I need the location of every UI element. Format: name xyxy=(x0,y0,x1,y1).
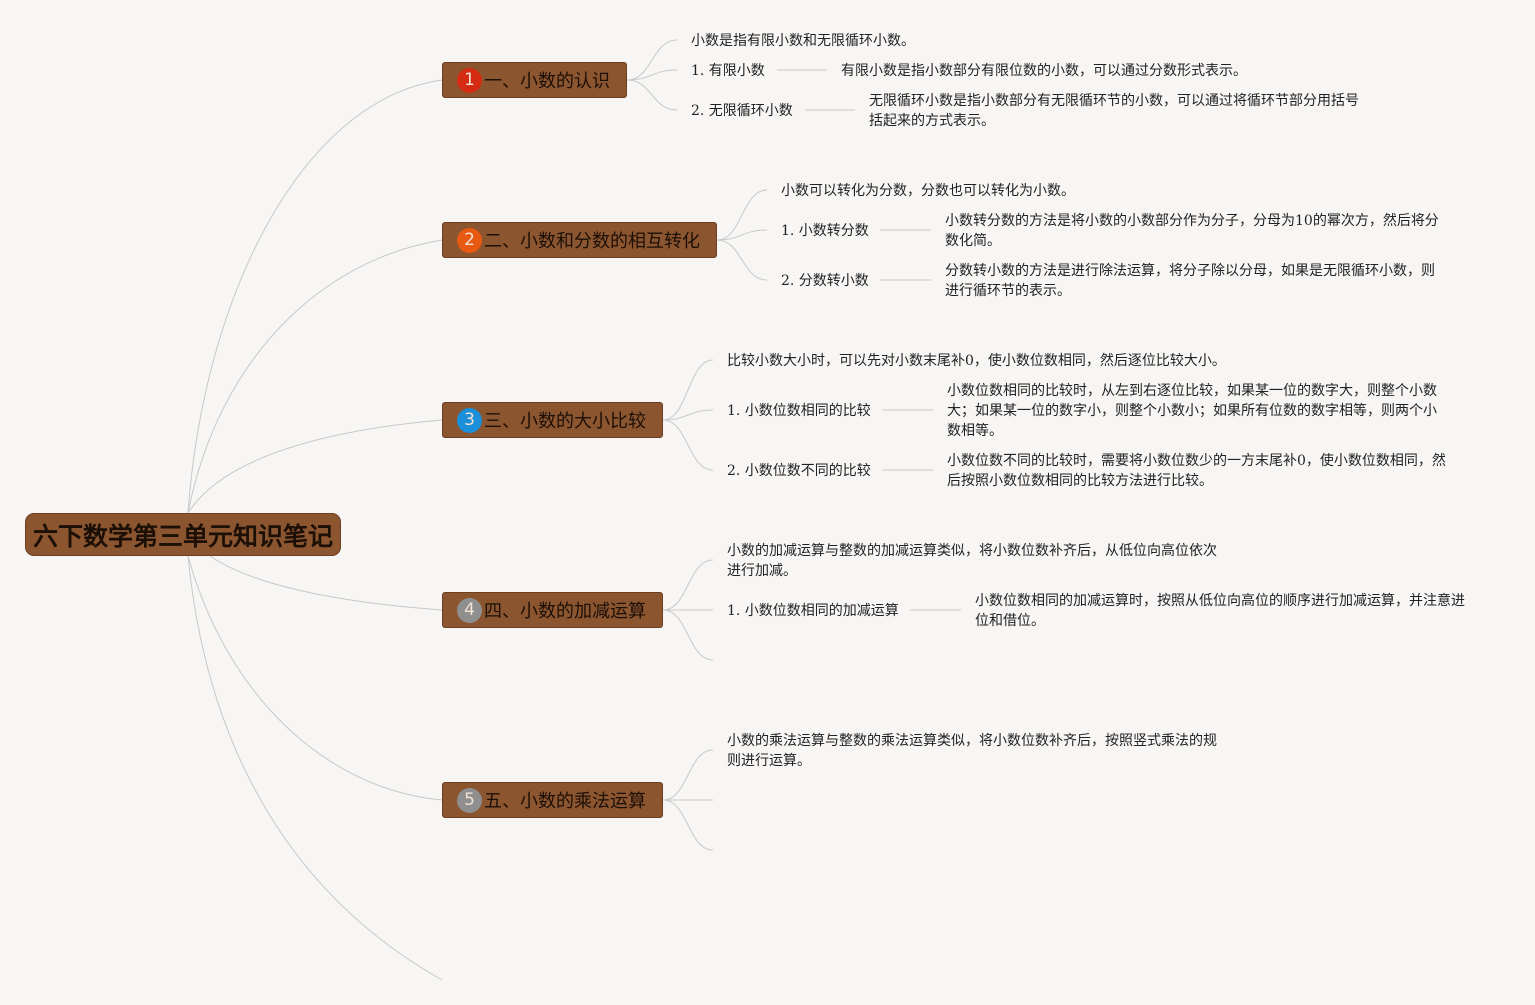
subtopic-label: 1. 小数位数相同的加减运算 xyxy=(727,603,899,619)
topic-summary: 小数的乘法运算与整数的乘法运算类似，将小数位数补齐后，按照竖式乘法的规则进行运算… xyxy=(727,733,1217,769)
subtopic-detail: 有限小数是指小数部分有限位数的小数，可以通过分数形式表示。 xyxy=(841,63,1247,79)
connector-line xyxy=(626,79,678,111)
connector-line xyxy=(626,69,678,81)
subtopic-detail: 小数转分数的方法是将小数的小数部分作为分子，分母为10的幂次方，然后将分数化简。 xyxy=(945,213,1439,249)
subtopic-label: 1. 小数位数相同的比较 xyxy=(727,403,871,419)
topic-label: 二、小数和分数的相互转化 xyxy=(484,231,700,252)
topic-2-node[interactable]: 2 二、小数和分数的相互转化 xyxy=(442,222,717,258)
root-topic[interactable]: 六下数学第三单元知识笔记 xyxy=(25,513,341,556)
subtopic-label: 2. 小数位数不同的比较 xyxy=(727,463,871,479)
subtopic-label: 2. 分数转小数 xyxy=(781,273,869,289)
number-3-icon: 3 xyxy=(457,407,482,433)
number-5-icon: 5 xyxy=(457,787,482,813)
topic-label: 一、小数的认识 xyxy=(484,71,610,92)
topic-3-node[interactable]: 3 三、小数的大小比较 xyxy=(442,402,663,438)
connector-line xyxy=(662,749,714,801)
connector-line xyxy=(187,555,443,981)
connector-line xyxy=(187,419,443,514)
subtopic-label: 1. 有限小数 xyxy=(691,63,765,79)
topic-summary: 小数的加减运算与整数的加减运算类似，将小数位数补齐后，从低位向高位依次进行加减。 xyxy=(727,543,1217,579)
subtopic-detail: 小数位数相同的加减运算时，按照从低位向高位的顺序进行加减运算，并注意进位和借位。 xyxy=(975,593,1465,629)
connector-line xyxy=(626,39,678,81)
topic-5-node[interactable]: 5 五、小数的乘法运算 xyxy=(442,782,663,818)
subtopic-detail: 小数位数不同的比较时，需要将小数位数少的一方末尾补0，使小数位数相同，然后按照小… xyxy=(947,453,1446,489)
connector-line xyxy=(662,359,714,421)
connector-line xyxy=(716,229,768,241)
topic-label: 三、小数的大小比较 xyxy=(484,411,646,432)
subtopic-detail: 小数位数相同的比较时，从左到右逐位比较，如果某一位的数字大，则整个小数大；如果某… xyxy=(947,383,1437,439)
subtopic-label: 1. 小数转分数 xyxy=(781,223,869,239)
connector-line xyxy=(187,79,443,514)
connector-line xyxy=(662,609,714,661)
number-1-icon: 1 xyxy=(457,67,482,93)
connector-line xyxy=(187,555,443,801)
connector-line xyxy=(662,559,714,611)
connector-line xyxy=(716,189,768,241)
subtopic-detail: 无限循环小数是指小数部分有无限循环节的小数，可以通过将循环节部分用括号括起来的方… xyxy=(869,93,1359,129)
topic-summary: 小数是指有限小数和无限循环小数。 xyxy=(691,33,915,49)
topic-4-node[interactable]: 4 四、小数的加减运算 xyxy=(442,592,663,628)
root-topic-label: 六下数学第三单元知识笔记 xyxy=(32,521,333,551)
number-2-icon: 2 xyxy=(457,227,482,253)
connector-line xyxy=(187,239,443,514)
number-4-icon: 4 xyxy=(457,597,482,623)
topic-summary: 比较小数大小时，可以先对小数末尾补0，使小数位数相同，然后逐位比较大小。 xyxy=(727,353,1226,369)
connector-line xyxy=(716,239,768,281)
connector-line xyxy=(662,419,714,471)
topic-label: 五、小数的乘法运算 xyxy=(484,791,646,812)
topic-label: 四、小数的加减运算 xyxy=(484,601,646,622)
subtopic-detail: 分数转小数的方法是进行除法运算，将分子除以分母，如果是无限循环小数，则进行循环节… xyxy=(945,263,1435,299)
connector-line xyxy=(662,409,714,421)
connector-line xyxy=(662,799,714,851)
topic-1-node[interactable]: 1 一、小数的认识 xyxy=(442,62,627,98)
connector-line xyxy=(209,555,443,611)
subtopic-label: 2. 无限循环小数 xyxy=(691,103,793,119)
topic-summary: 小数可以转化为分数，分数也可以转化为小数。 xyxy=(781,183,1075,199)
